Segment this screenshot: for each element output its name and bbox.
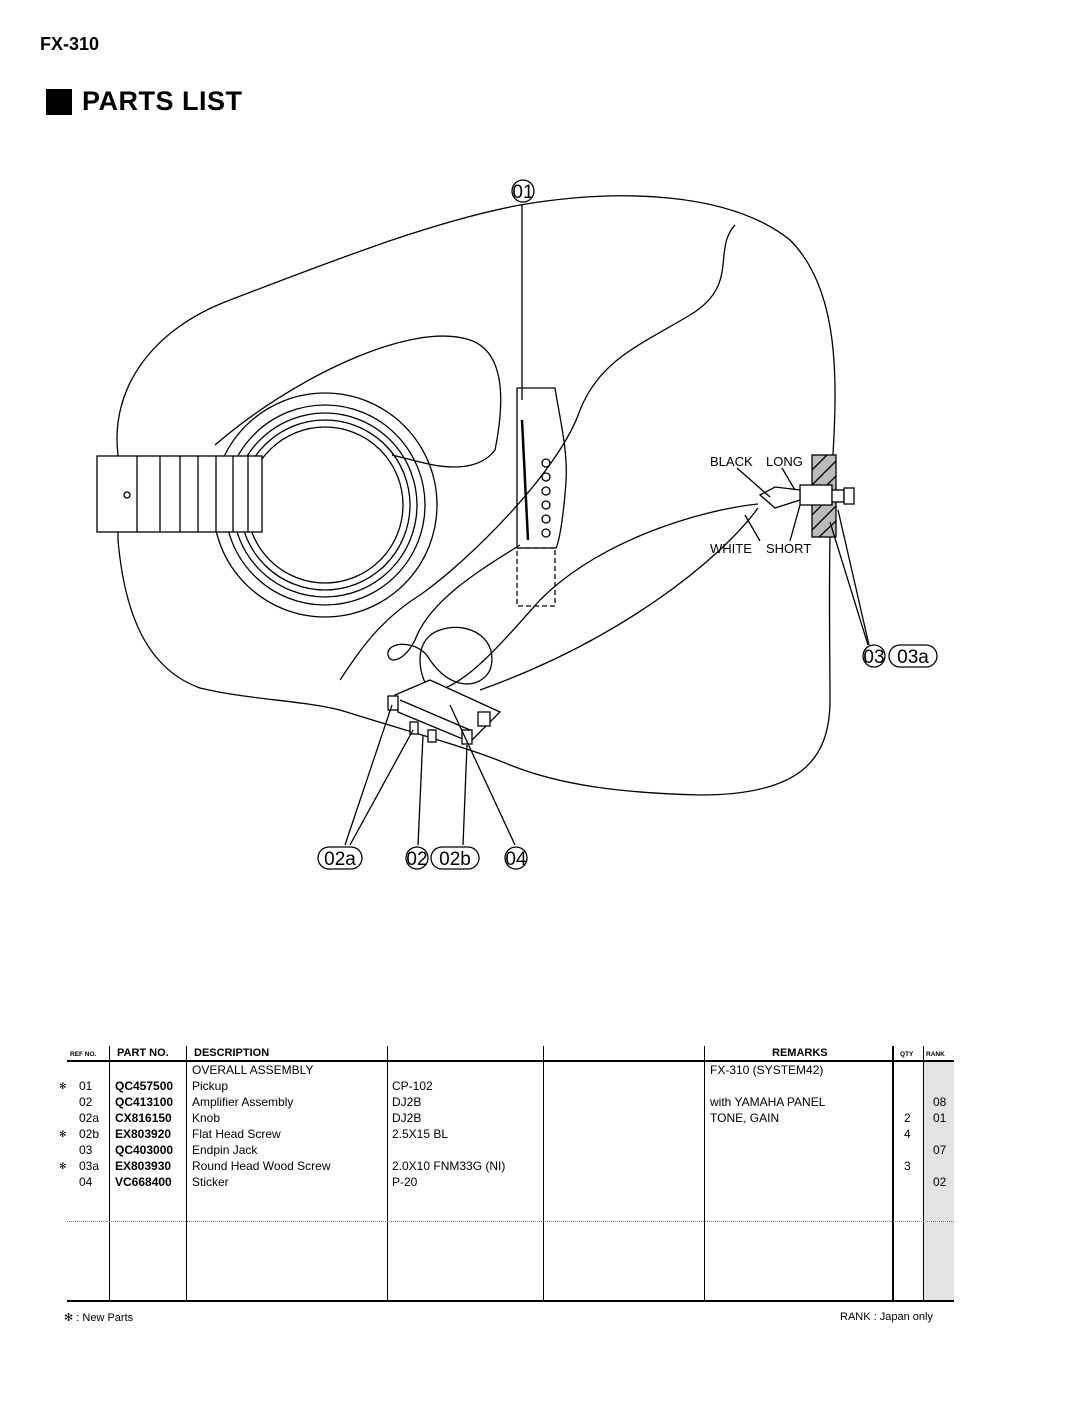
callout-03a: 03a bbox=[897, 647, 929, 668]
callout-04: 04 bbox=[505, 849, 527, 870]
header-remarks: REMARKS bbox=[772, 1047, 828, 1059]
header-rule bbox=[67, 1060, 954, 1062]
callout-02: 02 bbox=[406, 849, 427, 870]
wire-label-white: WHITE bbox=[710, 541, 752, 556]
pickguard bbox=[214, 335, 502, 468]
guitar-body-outline bbox=[116, 195, 836, 796]
page-heading: PARTS LIST bbox=[46, 86, 243, 117]
endpin-jack bbox=[799, 484, 833, 506]
header-description: DESCRIPTION bbox=[194, 1047, 270, 1059]
wire-label-short: SHORT bbox=[766, 541, 811, 556]
rank-note: RANK : Japan only bbox=[840, 1311, 933, 1323]
wire-label-long: LONG bbox=[766, 454, 803, 469]
rank-column-shade bbox=[923, 1062, 954, 1302]
heading-square-icon bbox=[46, 88, 72, 115]
header-rank: RANK bbox=[926, 1051, 945, 1058]
header-qty: QTY bbox=[900, 1051, 914, 1058]
table-row: 02a CX816150 Knob DJ2B TONE, GAIN 2 01 bbox=[79, 1111, 947, 1125]
page-title: PARTS LIST bbox=[82, 86, 243, 116]
table-row: OVERALL ASSEMBLY FX-310 (SYSTEM42) bbox=[192, 1063, 824, 1077]
parts-table: REF NO. PART NO. DESCRIPTION REMARKS QTY… bbox=[59, 1046, 954, 1302]
rosette-ring-3 bbox=[239, 419, 411, 591]
new-parts-legend: ✻ : New Parts bbox=[64, 1312, 134, 1324]
bridge bbox=[516, 387, 567, 549]
table-bottom-rule bbox=[67, 1300, 954, 1302]
guitar-exploded-diagram: 01 03 03a 02a 02 02b 04 BLACK LONG WHITE… bbox=[96, 179, 938, 870]
binding-line bbox=[339, 224, 736, 681]
callout-02b: 02b bbox=[439, 849, 471, 870]
endpin-wire bbox=[439, 503, 759, 691]
callout-02a: 02a bbox=[324, 849, 356, 870]
model-number: FX-310 bbox=[40, 34, 100, 54]
table-row: 02 QC413100 Amplifier Assembly DJ2B with… bbox=[79, 1095, 947, 1109]
callout-01: 01 bbox=[512, 182, 533, 203]
table-row: ✻ 02b EX803920 Flat Head Screw 2.5X15 BL… bbox=[59, 1127, 911, 1141]
soundhole bbox=[246, 426, 404, 584]
wire-label-black: BLACK bbox=[710, 454, 753, 469]
header-part-no: PART NO. bbox=[117, 1047, 169, 1059]
table-row: 03 QC403000 Endpin Jack 07 bbox=[79, 1143, 947, 1157]
header-ref-no: REF NO. bbox=[70, 1051, 97, 1058]
callout-03: 03 bbox=[863, 647, 884, 668]
pickup-cable-loop bbox=[387, 544, 521, 691]
table-row: 04 VC668400 Sticker P-20 02 bbox=[79, 1175, 947, 1189]
table-row: ✻ 01 QC457500 Pickup CP-102 bbox=[59, 1079, 433, 1093]
table-row: ✻ 03a EX803930 Round Head Wood Screw 2.0… bbox=[59, 1159, 911, 1173]
